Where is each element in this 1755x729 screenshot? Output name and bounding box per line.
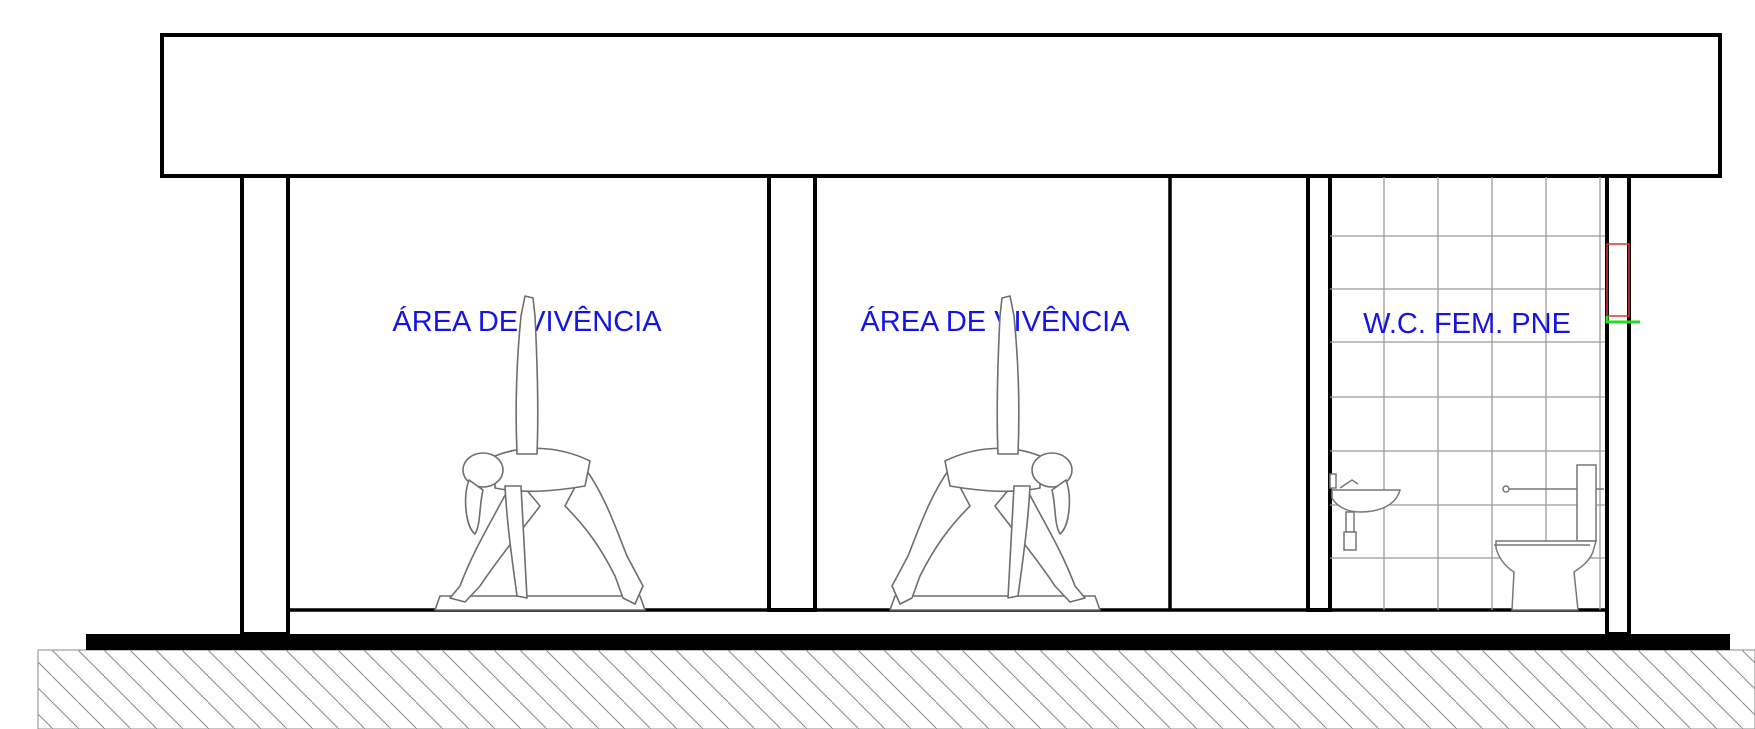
roof-beam bbox=[160, 33, 1722, 178]
room-label-vivencia-2: ÁREA DE VIVÊNCIA bbox=[860, 305, 1130, 338]
left-column bbox=[240, 174, 290, 636]
sink-icon bbox=[1329, 473, 1401, 551]
right-column bbox=[1605, 174, 1631, 636]
floor-slab bbox=[86, 634, 1730, 650]
ground-hatch bbox=[37, 649, 1755, 729]
toilet-icon bbox=[1494, 464, 1597, 611]
yoga-figure-icon bbox=[889, 295, 1101, 611]
middle-column bbox=[767, 174, 817, 612]
room-label-wc: W.C. FEM. PNE bbox=[1363, 308, 1571, 340]
yoga-figure-icon bbox=[434, 295, 646, 611]
wc-wall bbox=[1306, 174, 1332, 612]
electrical-marker bbox=[1606, 243, 1630, 317]
level-marker bbox=[1605, 316, 1640, 324]
